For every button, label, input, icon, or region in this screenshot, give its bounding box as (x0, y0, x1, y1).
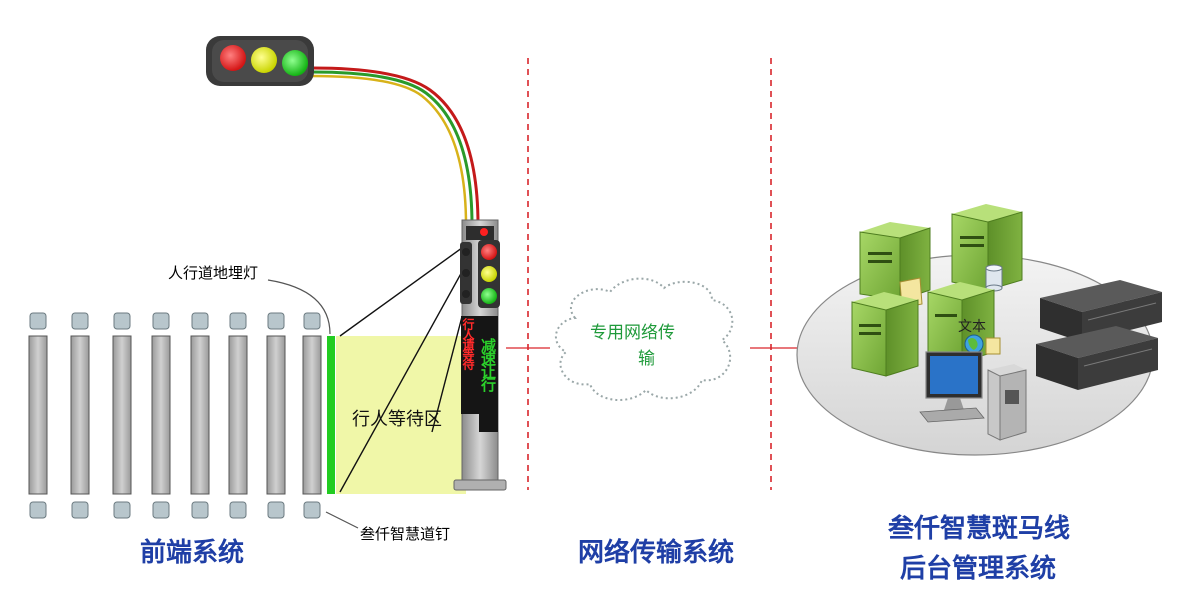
road-stud-icon (113, 501, 131, 519)
backend-title-line2: 后台管理系统 (900, 554, 1057, 584)
yellow-light-icon (251, 47, 277, 73)
road-stud-icon (29, 312, 47, 330)
front-end-title: 前端系统 (140, 538, 245, 568)
ground-lamp-label: 人行道地埋灯 (168, 264, 259, 282)
road-stud-icon (71, 501, 89, 519)
waiting-area-label: 行人等待区 (352, 409, 442, 430)
network-title: 网络传输系统 (578, 538, 735, 568)
led-screen-right (479, 316, 498, 432)
pole-top-red-lamp-icon (480, 228, 488, 236)
backend-title-line1: 叁仟智慧斑马线 (888, 514, 1071, 544)
road-stud-icon (267, 501, 285, 519)
road-stud-label: 叁仟智慧道钉 (360, 525, 451, 543)
zebra-stripe (28, 335, 48, 495)
signal-pole (453, 219, 507, 491)
road-stud-icon (229, 312, 247, 330)
red-light-icon (220, 45, 246, 71)
zebra-crossing (28, 335, 322, 495)
signal-cable (311, 74, 468, 226)
pole-green-light-icon (481, 288, 497, 304)
server-tower-icon (851, 292, 919, 377)
ground-lamp-callout-line (267, 279, 331, 335)
road-studs-top (29, 312, 321, 330)
zebra-stripe (112, 335, 132, 495)
zebra-stripe (190, 335, 210, 495)
pole-green-light-icon (462, 290, 470, 298)
green-light-icon (282, 50, 308, 76)
road-stud-icon (152, 312, 170, 330)
signal-cable (311, 70, 474, 226)
road-stud-icon (191, 312, 209, 330)
road-stud-callout-line (325, 511, 359, 529)
road-stud-icon (267, 312, 285, 330)
pole-yellow-light-icon (462, 269, 470, 277)
pole-red-light-icon (481, 244, 497, 260)
globe-icon (964, 334, 984, 354)
network-cloud-label-line1: 专用网络传 (590, 323, 675, 343)
pole-red-light-icon (462, 248, 470, 256)
server-tag-label: 文本 (958, 319, 986, 335)
zebra-stripe (266, 335, 286, 495)
zebra-stripe (70, 335, 90, 495)
road-stud-icon (229, 501, 247, 519)
road-stud-icon (303, 312, 321, 330)
road-stud-icon (303, 501, 321, 519)
zebra-stripe (151, 335, 171, 495)
road-studs-bottom (29, 501, 321, 519)
pedestrian-waiting-area (336, 336, 466, 494)
pole-screen-left-text: 行人请等待 (461, 318, 475, 368)
road-stud-icon (152, 501, 170, 519)
workstation-icon (919, 351, 1027, 441)
signal-cable (311, 66, 480, 226)
road-stud-icon (29, 501, 47, 519)
road-stud-icon (71, 312, 89, 330)
road-stud-icon (113, 312, 131, 330)
zebra-stripe (228, 335, 248, 495)
road-stud-icon (191, 501, 209, 519)
overhead-traffic-light (206, 36, 314, 86)
zebra-stripe (302, 335, 322, 495)
file-icon (985, 337, 1001, 355)
pole-yellow-light-icon (481, 266, 497, 282)
pole-screen-right-text: 减速让行 (479, 338, 497, 390)
green-guide-strip (327, 336, 335, 494)
led-screen-left (461, 316, 479, 414)
network-cloud-label-line2: 输 (638, 349, 655, 369)
rack-server-icon (1036, 326, 1158, 390)
database-icon (985, 264, 1003, 292)
